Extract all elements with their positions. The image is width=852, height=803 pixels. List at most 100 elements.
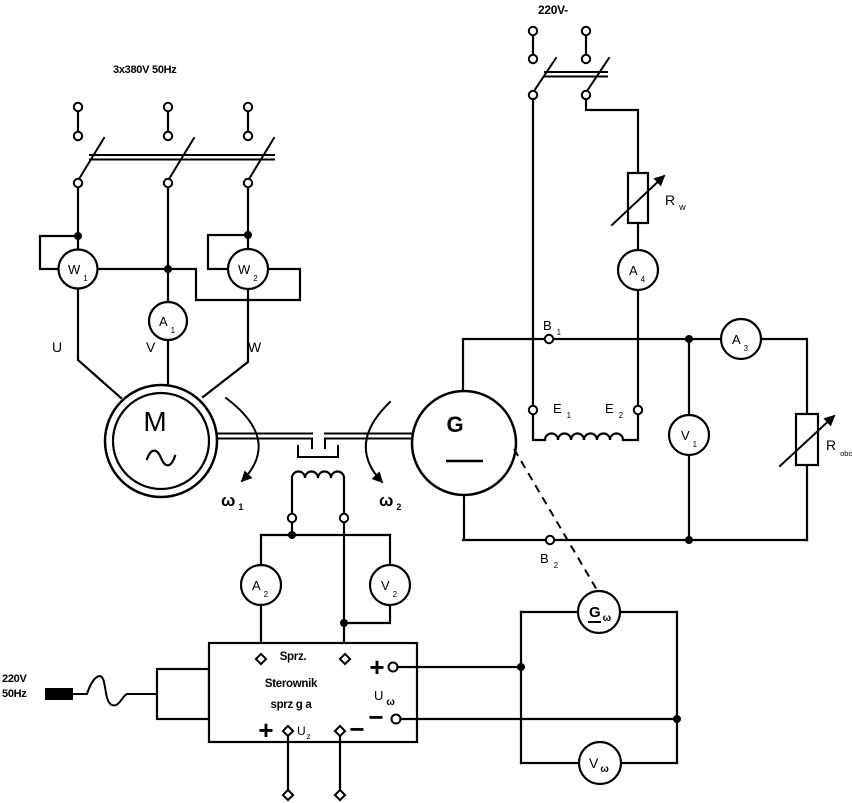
generator-symbol: G: [446, 412, 463, 437]
adjustable-arrow-icon: [778, 414, 836, 468]
a4-label: A4: [629, 263, 646, 284]
coil-terminal: [286, 512, 298, 524]
clutch-icon: [297, 445, 339, 458]
stator-wiring: [38, 231, 302, 400]
voltmeter-v1: V1: [667, 413, 711, 457]
minus-output-sign: −: [368, 702, 383, 732]
terminal-b1: [543, 333, 555, 345]
mains-cable: [72, 675, 158, 707]
clutch-coil-icon: [290, 470, 346, 516]
field-winding-icon: [531, 412, 640, 442]
supply-terminal: [72, 101, 84, 113]
v1-label: V1: [681, 428, 698, 449]
plus-output-sign: +: [369, 652, 384, 682]
controller-line1: Sprz.: [280, 651, 307, 663]
terminal-e1: [527, 404, 539, 416]
w2-label: W2: [238, 262, 258, 283]
uz-terminal: [333, 724, 347, 738]
switch-contact: [162, 177, 174, 189]
a1-label: A1: [159, 314, 176, 335]
v2-label: V2: [381, 578, 398, 599]
three-phase-supply: 3x380V 50Hz: [72, 64, 276, 304]
supply-terminal: [162, 101, 174, 113]
controller-line3: sprz g a: [270, 699, 312, 711]
dc-supply-label: 220V-: [538, 3, 568, 17]
external-terminal: [333, 788, 347, 802]
supply-terminal: [72, 130, 84, 142]
dc-generator: G: [410, 389, 518, 497]
plus-output-terminal: [387, 661, 399, 673]
clutch-coil-circuit: [259, 470, 392, 656]
terminal-b2: [544, 534, 556, 546]
ammeter-a2: A2: [239, 563, 283, 607]
uz-terminal: [281, 724, 295, 738]
external-terminal: [281, 788, 295, 802]
phase-v-label: V: [146, 339, 156, 355]
supply-terminal: [242, 130, 254, 142]
controller-line2: Sterownik: [265, 678, 318, 690]
ammeter-a3: A3: [719, 317, 763, 361]
dc-supply: 220V-: [527, 3, 640, 408]
wattmeter-w1: W1: [57, 248, 99, 290]
wattmeter-w2: W2: [226, 247, 270, 291]
supply-terminal: [580, 53, 592, 65]
switch-linkage: [544, 71, 608, 78]
phase-w-label: W: [248, 339, 262, 355]
mains-frequency-label: 50Hz: [2, 688, 27, 700]
rheostat-robc: Robc: [778, 412, 852, 468]
adjustable-arrow-icon: [610, 174, 666, 227]
switch-blades: [532, 56, 611, 93]
controller-terminal: [338, 652, 352, 666]
switch-linkage: [89, 154, 275, 161]
minus-output-terminal: [390, 713, 402, 725]
phase-u-label: U: [52, 339, 62, 355]
plus-input-sign: +: [258, 715, 273, 745]
uz-label: Uz: [297, 724, 311, 741]
controller-terminal: [254, 652, 268, 666]
w1-label: W1: [68, 262, 88, 283]
mains-plug-icon: [45, 688, 73, 700]
three-phase-voltage-label: 3x380V: [113, 64, 150, 76]
switch-contact: [242, 177, 254, 189]
a2-label: A2: [252, 578, 269, 599]
tacho-loop: [517, 610, 681, 765]
induction-motor: M: [103, 383, 219, 499]
supply-terminal: [527, 53, 539, 65]
power-adapter: [155, 667, 211, 721]
ammeter-a1: A1: [147, 300, 189, 342]
three-phase-frequency-label: 50Hz: [152, 64, 177, 76]
coil-terminal: [338, 512, 350, 524]
supply-terminal: [162, 130, 174, 142]
ammeter-a4: A4: [616, 221, 660, 408]
shaft-coupling: [216, 432, 413, 458]
supply-terminal: [242, 101, 254, 113]
motor-symbol: M: [143, 406, 166, 437]
ac-sine-icon: [145, 449, 177, 467]
minus-input-sign: −: [349, 714, 364, 744]
supply-terminal: [580, 25, 592, 37]
supply-terminal: [527, 25, 539, 37]
terminal-e2: [632, 404, 644, 416]
switch-contact: [72, 177, 84, 189]
voltmeter-v2: V2: [368, 563, 412, 607]
robc-label: Robc: [826, 437, 852, 458]
controller-box: [207, 641, 419, 744]
